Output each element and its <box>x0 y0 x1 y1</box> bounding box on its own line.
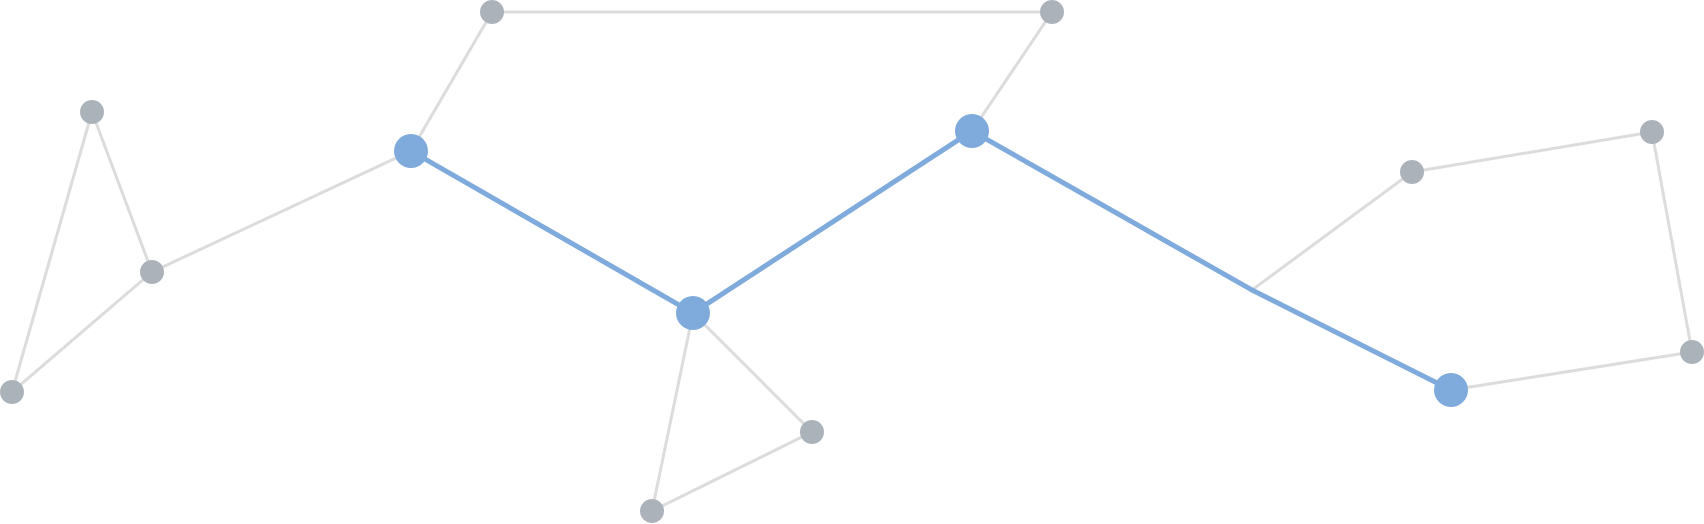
highlighted-node-n7 <box>676 296 710 330</box>
node-n12 <box>1640 120 1664 144</box>
node-n5 <box>480 0 504 24</box>
highlighted-node-n4 <box>394 134 428 168</box>
edge-n7-n9 <box>650 311 695 513</box>
edge-n1-n3 <box>10 110 94 394</box>
edge-junction-n11 <box>1250 170 1414 292</box>
edge-n8-n9 <box>650 430 814 513</box>
edge-n7-n8 <box>691 311 814 434</box>
highlighted-edge-junction-n14 <box>1249 287 1454 393</box>
node-n3 <box>0 380 24 404</box>
edge-n1-n2 <box>90 110 154 274</box>
highlighted-edge-n7-n10 <box>690 128 975 316</box>
highlighted-node-n14 <box>1434 373 1468 407</box>
highlighted-node-n10 <box>955 114 989 148</box>
node-n13 <box>1680 340 1704 364</box>
edges-layer <box>10 10 1694 513</box>
highlighted-edge-n4-n7 <box>408 148 696 316</box>
node-n11 <box>1400 160 1424 184</box>
node-n8 <box>800 420 824 444</box>
node-n6 <box>1040 0 1064 24</box>
edge-n4-n5 <box>409 10 494 153</box>
edge-n6-n10 <box>970 10 1054 133</box>
edge-n11-n12 <box>1410 130 1654 174</box>
node-n9 <box>640 499 664 523</box>
edge-n2-n4 <box>150 149 413 274</box>
edge-n2-n3 <box>10 270 154 394</box>
edge-n13-n14 <box>1449 350 1694 392</box>
node-n2 <box>140 260 164 284</box>
edge-n12-n13 <box>1650 130 1694 354</box>
highlighted-edge-n10-junction <box>969 128 1255 293</box>
node-n1 <box>80 100 104 124</box>
